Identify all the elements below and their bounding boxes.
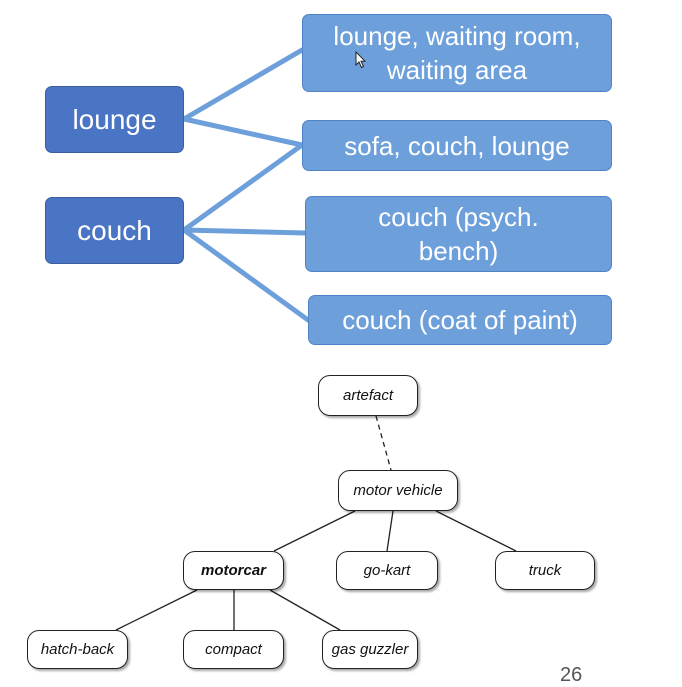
edge-artefact-motor-vehicle: [375, 415, 392, 471]
mouse-cursor-icon: [355, 51, 367, 69]
node-compact: compact: [183, 630, 284, 669]
sense-label-psych-bench: couch (psych. bench): [378, 202, 539, 266]
word-box-couch: couch: [45, 197, 184, 264]
link-couch-psych-bench: [181, 227, 308, 236]
node-gas-guzzler: gas guzzler: [322, 630, 418, 669]
sense-label-waiting-room: lounge, waiting room, waiting area: [333, 21, 581, 85]
link-lounge-waiting-room: [181, 47, 305, 122]
edge-motor-vehicle-go-kart: [386, 510, 394, 552]
link-couch-coat-of-paint: [181, 227, 311, 323]
sense-label-sofa: sofa, couch, lounge: [344, 130, 570, 161]
node-truck: truck: [495, 551, 595, 590]
edge-motorcar-gas-guzzler: [269, 589, 341, 631]
link-couch-sofa: [181, 142, 305, 233]
sense-box-sofa: sofa, couch, lounge: [302, 120, 612, 171]
link-lounge-sofa: [181, 116, 305, 148]
word-box-lounge: lounge: [45, 86, 184, 153]
sense-box-waiting-room: lounge, waiting room, waiting area: [302, 14, 612, 92]
node-go-kart: go-kart: [336, 551, 438, 590]
node-motorcar: motorcar: [183, 551, 284, 590]
edge-motor-vehicle-motorcar: [273, 510, 356, 552]
sense-box-coat-of-paint: couch (coat of paint): [308, 295, 612, 345]
edge-motor-vehicle-truck: [435, 510, 517, 552]
edge-motorcar-hatch-back: [115, 589, 198, 631]
sense-label-coat-of-paint: couch (coat of paint): [342, 305, 578, 335]
node-hatch-back: hatch-back: [27, 630, 128, 669]
node-motor-vehicle: motor vehicle: [338, 470, 458, 511]
node-artefact: artefact: [318, 375, 418, 416]
sense-box-psych-bench: couch (psych. bench): [305, 196, 612, 272]
page-number: 26: [560, 664, 583, 686]
